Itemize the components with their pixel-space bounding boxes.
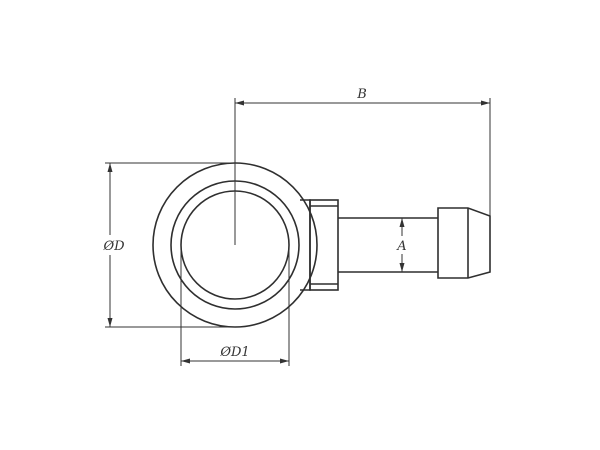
dimension-b: B [234,87,491,245]
dim-b-arrow-left [235,100,244,106]
dim-d-arrow-bottom [107,318,113,327]
dim-b-arrow-right [481,100,490,106]
dimension-a: A [394,218,410,272]
dim-d1-arrow-left [181,358,190,364]
dim-d1-label: ØD1 [219,345,249,360]
dimension-d1: ØD1 [180,245,290,366]
dim-d-label: ØD [102,239,125,254]
banjo-fitting [152,162,491,328]
dim-a-label-gap [394,236,410,254]
dim-a-label: A [396,239,406,254]
hose-barb [437,207,491,279]
dim-d-arrow-top [107,163,113,172]
hex-collar [309,199,339,291]
dim-a-arrow-bottom [399,263,405,272]
neck-collar [300,199,311,291]
dim-d1-arrow-right [280,358,289,364]
dim-b-label: B [356,87,367,102]
dimension-d: ØD [102,162,235,328]
dim-d-label-gap [102,235,122,255]
dim-a-arrow-top [399,218,405,227]
